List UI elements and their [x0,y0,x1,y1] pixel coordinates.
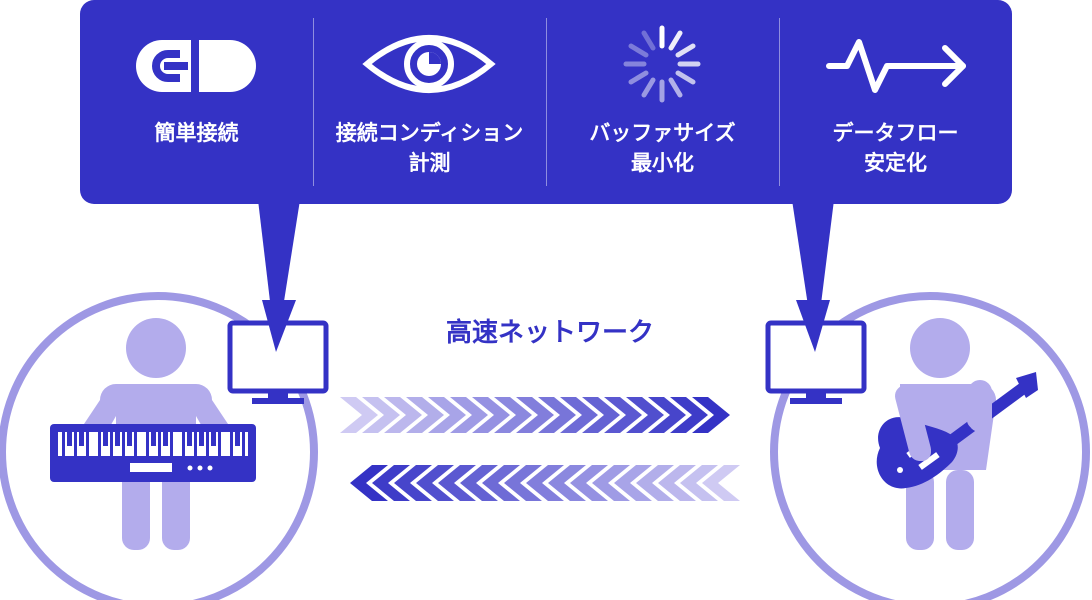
feature-label: 接続コンディション 計測 [335,121,524,175]
person-head [910,318,970,378]
chevron-right [406,397,444,433]
divider [546,18,547,186]
download-flow-arrows [350,465,740,501]
feature-label: バッファサイズ 最小化 [589,121,736,175]
divider [779,18,780,186]
chevron-right [450,397,488,433]
feature-label: 簡単接続 [154,121,239,145]
feature-easy-connect: 簡単接続 [80,0,313,204]
chevron-left [394,465,432,501]
left-callout-tail [262,300,296,352]
right-callout-tail [796,300,830,352]
chevron-right [560,397,598,433]
keyboard-player [50,318,256,550]
chevron-right [670,397,708,433]
feature-buffer-minimize: バッファサイズ 最小化 [546,0,779,204]
chevron-right [582,397,620,433]
chevron-left [350,465,388,501]
chevron-right [384,397,422,433]
chevron-left [460,465,498,501]
upload-flow-arrows [340,397,730,433]
feature-dataflow-stabilize: データフロー 安定化 [779,0,1012,204]
chevron-right [626,397,664,433]
connector-icon [136,40,256,92]
chevron-right [516,397,554,433]
chevron-right [604,397,642,433]
feature-label: データフロー 安定化 [832,121,959,175]
right-callout-tail [792,200,834,352]
chevron-right [472,397,510,433]
chevron-right [692,397,730,433]
chevron-left [680,465,718,501]
chevron-right [340,397,378,433]
eye-icon [362,35,496,93]
chevron-left [658,465,696,501]
chevron-left [592,465,630,501]
guitar-player [876,318,1038,550]
chevron-left [702,465,740,501]
chevron-right [494,397,532,433]
person-head [126,318,186,378]
chevron-left [636,465,674,501]
feature-panel: 簡単接続 接続コンディション 計測 [80,0,1012,204]
chevron-left [526,465,564,501]
chevron-right [428,397,466,433]
divider [313,18,314,186]
chevron-left [548,465,586,501]
spinner-icon [623,25,701,103]
chevron-left [438,465,476,501]
chevron-left [416,465,454,501]
keyboard-icon [50,424,256,482]
feature-condition-measure: 接続コンディション 計測 [313,0,546,204]
chevron-right [362,397,400,433]
chevron-left [372,465,410,501]
left-callout-tail [258,200,300,352]
chevron-right [538,397,576,433]
waveform-arrow-icon [826,39,966,93]
chevron-right [648,397,686,433]
chevron-left [614,465,652,501]
chevron-left [504,465,542,501]
network-label: 高速ネットワーク [445,318,654,348]
chevron-left [570,465,608,501]
chevron-left [482,465,520,501]
